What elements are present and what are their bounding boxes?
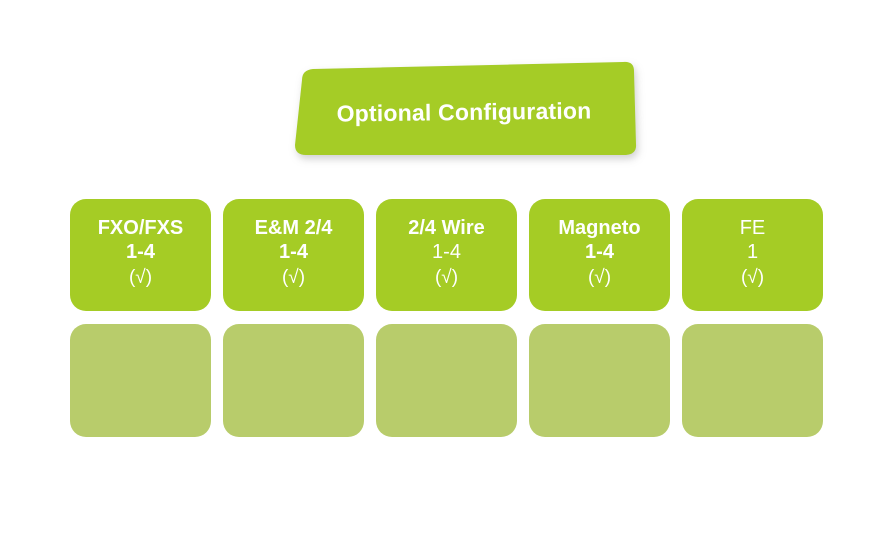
- module-card-check: (√): [434, 267, 459, 289]
- module-card-check: (√): [740, 267, 765, 289]
- module-card-check: (√): [128, 267, 153, 289]
- module-slot-1[interactable]: [70, 324, 211, 437]
- module-card-2-4-wire[interactable]: 2/4 Wire 1-4 (√): [376, 199, 517, 311]
- module-card-range: 1-4: [279, 241, 308, 264]
- module-card-title: E&M 2/4: [254, 216, 333, 239]
- module-card-fe[interactable]: FE 1 (√): [682, 199, 823, 311]
- module-card-title: FXO/FXS: [97, 216, 184, 239]
- banner-shape: [288, 60, 640, 162]
- module-card-title: 2/4 Wire: [408, 216, 485, 239]
- module-card-title: FE: [739, 216, 766, 239]
- module-slot-5[interactable]: [682, 324, 823, 437]
- module-slot-3[interactable]: [376, 324, 517, 437]
- module-card-magneto[interactable]: Magneto 1-4 (√): [529, 199, 670, 311]
- module-card-check: (√): [587, 267, 612, 289]
- module-card-range: 1-4: [432, 241, 461, 264]
- module-cards-row: FXO/FXS 1-4 (√) E&M 2/4 1-4 (√) 2/4 Wire…: [70, 199, 823, 311]
- module-card-check: (√): [281, 267, 306, 289]
- module-card-fxo-fxs[interactable]: FXO/FXS 1-4 (√): [70, 199, 211, 311]
- module-card-range: 1: [746, 241, 759, 264]
- module-slots-row: [70, 324, 823, 437]
- module-card-range: 1-4: [126, 241, 155, 264]
- module-card-em-2-4[interactable]: E&M 2/4 1-4 (√): [223, 199, 364, 311]
- module-slot-2[interactable]: [223, 324, 364, 437]
- module-card-title: Magneto: [558, 216, 641, 239]
- module-slot-4[interactable]: [529, 324, 670, 437]
- module-card-range: 1-4: [585, 241, 614, 264]
- optional-configuration-banner: Optional Configuration: [288, 60, 640, 162]
